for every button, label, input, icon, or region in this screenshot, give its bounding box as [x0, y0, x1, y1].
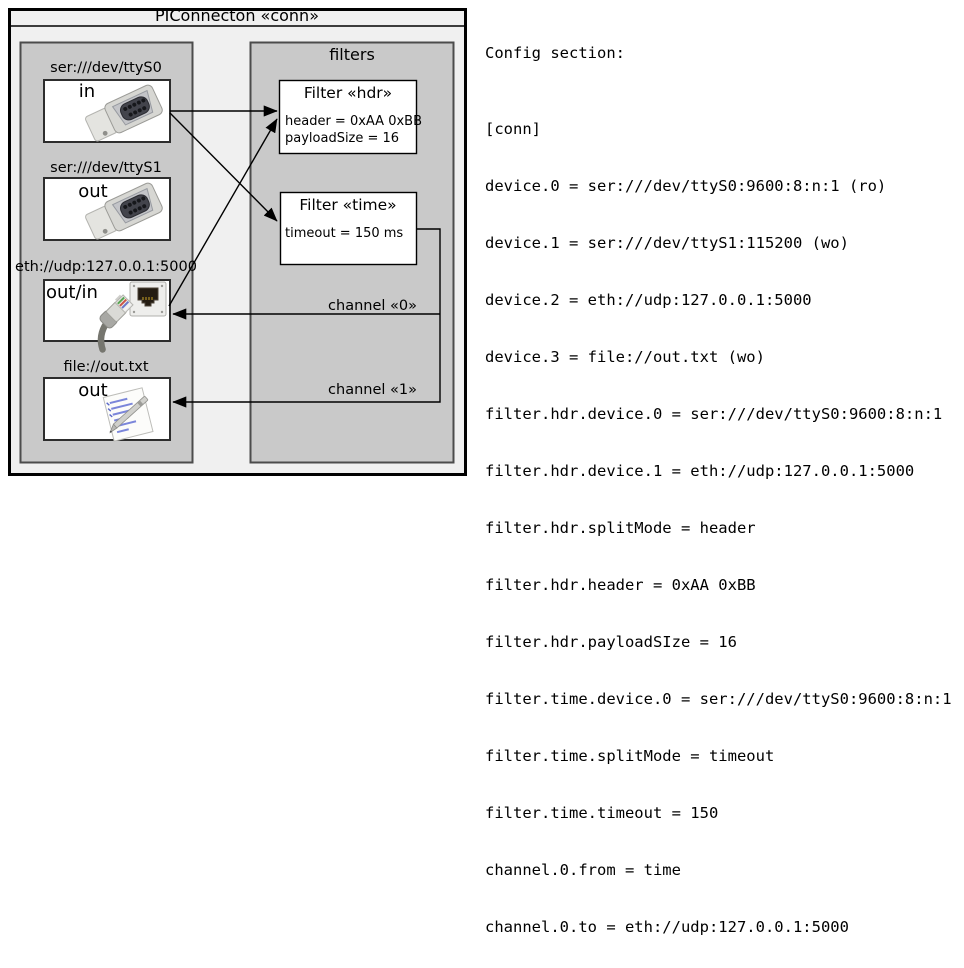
config-line: filter.hdr.device.1 = eth://udp:127.0.0.…	[485, 462, 915, 480]
device-label-eth: eth://udp:127.0.0.1:5000	[15, 259, 197, 275]
filter-time-title: Filter «time»	[299, 196, 396, 214]
rj45-ethernet-icon	[97, 281, 167, 353]
config-line: device.0 = ser:///dev/ttyS0:9600:8:n:1 (…	[485, 177, 887, 195]
filters-panel-label: filters	[329, 45, 375, 64]
connection-diagram: PIConnecton «conn» filters ser:///dev/tt…	[8, 6, 467, 476]
arrow-eth-to-hdr	[168, 118, 278, 307]
device-port-label: out	[78, 380, 107, 401]
filter-time-box	[279, 191, 418, 266]
config-line: filter.time.splitMode = timeout	[485, 747, 775, 765]
arrow-ttyS0-to-time	[169, 112, 278, 222]
config-line: filter.hdr.payloadSIze = 16	[485, 633, 737, 651]
config-line: channel.0.to = eth://udp:127.0.0.1:5000	[485, 918, 849, 936]
config-line: device.3 = file://out.txt (wo)	[485, 348, 765, 366]
config-line: filter.hdr.splitMode = header	[485, 519, 756, 537]
config-line: filter.hdr.header = 0xAA 0xBB	[485, 576, 756, 594]
config-section: Config section: [conn] device.0 = ser://…	[485, 6, 952, 968]
config-line: filter.time.device.0 = ser:///dev/ttyS0:…	[485, 690, 952, 708]
device-label-ttyS0: ser:///dev/ttyS0	[50, 60, 162, 76]
config-line: device.2 = eth://udp:127.0.0.1:5000	[485, 291, 812, 309]
device-port-label: out	[78, 181, 107, 202]
channel-1-label: channel «1»	[328, 382, 417, 398]
device-port-label: in	[79, 81, 95, 102]
config-line: filter.time.timeout = 150	[485, 804, 719, 822]
channel-1-arrow	[172, 228, 441, 408]
device-port-label: out/in	[46, 282, 98, 303]
config-line: [conn]	[485, 120, 541, 138]
device-label-ttyS1: ser:///dev/ttyS1	[50, 160, 162, 176]
config-line: filter.hdr.device.0 = ser:///dev/ttyS0:9…	[485, 405, 943, 423]
filter-time-attr-timeout: timeout = 150 ms	[285, 226, 403, 241]
filter-hdr-attr-payloadsize: payloadSize = 16	[285, 131, 399, 146]
device-label-file: file://out.txt	[63, 359, 148, 375]
filter-hdr-box	[278, 79, 418, 155]
filter-hdr-title: Filter «hdr»	[304, 84, 392, 102]
filter-hdr-attr-header: header = 0xAA 0xBB	[285, 114, 422, 129]
diagram-title: PIConnecton «conn»	[155, 6, 319, 25]
config-line: channel.0.from = time	[485, 861, 681, 879]
notepad-pen-icon	[102, 387, 154, 442]
config-line: device.1 = ser:///dev/ttyS1:115200 (wo)	[485, 234, 849, 252]
config-heading: Config section:	[485, 44, 625, 62]
channel-0-label: channel «0»	[328, 298, 417, 314]
